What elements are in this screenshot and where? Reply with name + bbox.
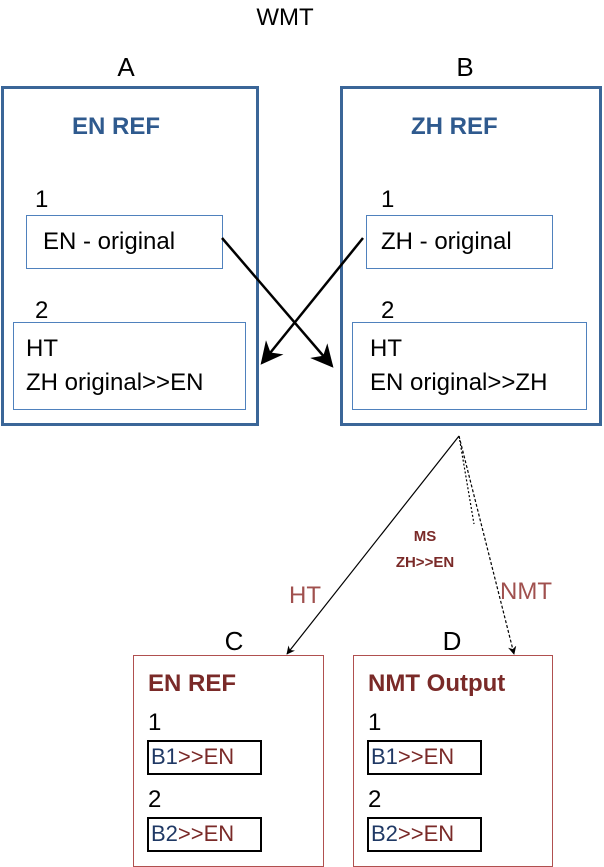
box-d-item1-number: 1 — [368, 709, 382, 736]
box-b: ZH REF 1 ZH - original 2 HT EN original>… — [340, 86, 602, 426]
arrow-zh-original-to-en-ht — [260, 237, 364, 365]
box-a-item2-number: 2 — [35, 297, 49, 324]
diagram-title: WMT — [256, 4, 314, 31]
box-d-letter: D — [442, 626, 462, 656]
arrow-nmt-branch — [458, 435, 517, 655]
box-a-item1-text: EN - original — [43, 228, 176, 255]
box-b-letter: B — [456, 52, 474, 82]
box-c-item1-source: B1 — [151, 744, 178, 769]
box-b-heading: ZH REF — [411, 113, 498, 140]
box-a-item2-line2: ZH original>>EN — [26, 369, 204, 396]
box-c-heading: EN REF — [148, 670, 237, 697]
arrow-ht-branch — [286, 435, 460, 655]
box-d-item2-number: 2 — [368, 786, 382, 813]
box-a-item1: EN - original — [26, 215, 223, 269]
branch-label-ms: MS ZH>>EN — [380, 524, 470, 576]
branch-label-nmt: NMT — [500, 578, 552, 605]
box-b-item2: HT EN original>>ZH — [352, 322, 587, 410]
box-a-letter: A — [117, 52, 135, 82]
box-c-letter: C — [224, 626, 244, 656]
box-d-item2-source: B2 — [371, 821, 398, 846]
box-d: NMT Output 1 B1>>EN 2 B2>>EN — [353, 655, 553, 867]
box-c-item1-target: >>EN — [177, 744, 235, 769]
box-c-item2-source: B2 — [151, 821, 178, 846]
box-a-item2: HT ZH original>>EN — [13, 322, 246, 410]
box-c-item2-target: >>EN — [177, 821, 235, 846]
box-b-item2-line1: HT — [370, 335, 402, 362]
arrow-en-original-to-zh-ht — [221, 237, 334, 368]
box-d-item1-source: B1 — [371, 744, 398, 769]
box-b-item1-text: ZH - original — [381, 228, 512, 255]
box-c-item2-number: 2 — [148, 786, 162, 813]
box-c-item2: B2>>EN — [147, 817, 262, 852]
box-c-item1: B1>>EN — [147, 740, 262, 775]
branch-label-ht: HT — [289, 582, 321, 609]
box-b-item1-number: 1 — [381, 186, 395, 213]
box-c-item1-number: 1 — [148, 709, 162, 736]
box-d-heading: NMT Output — [368, 670, 506, 697]
box-a: EN REF 1 EN - original 2 HT ZH original>… — [1, 86, 259, 426]
box-b-item1: ZH - original — [366, 215, 553, 269]
branch-label-ms-line1: MS — [413, 528, 437, 545]
branch-label-ms-line2: ZH>>EN — [395, 554, 455, 571]
box-d-item2: B2>>EN — [367, 817, 482, 852]
box-b-item2-line2: EN original>>ZH — [370, 369, 548, 396]
arrow-ms-branch — [458, 435, 475, 525]
box-a-item1-number: 1 — [35, 186, 49, 213]
box-d-item2-target: >>EN — [397, 821, 455, 846]
box-b-item2-number: 2 — [381, 297, 395, 324]
box-c: EN REF 1 B1>>EN 2 B2>>EN — [133, 655, 324, 867]
box-d-item1-target: >>EN — [397, 744, 455, 769]
box-a-item2-line1: HT — [26, 335, 58, 362]
box-d-item1: B1>>EN — [367, 740, 482, 775]
box-a-heading: EN REF — [72, 113, 161, 140]
